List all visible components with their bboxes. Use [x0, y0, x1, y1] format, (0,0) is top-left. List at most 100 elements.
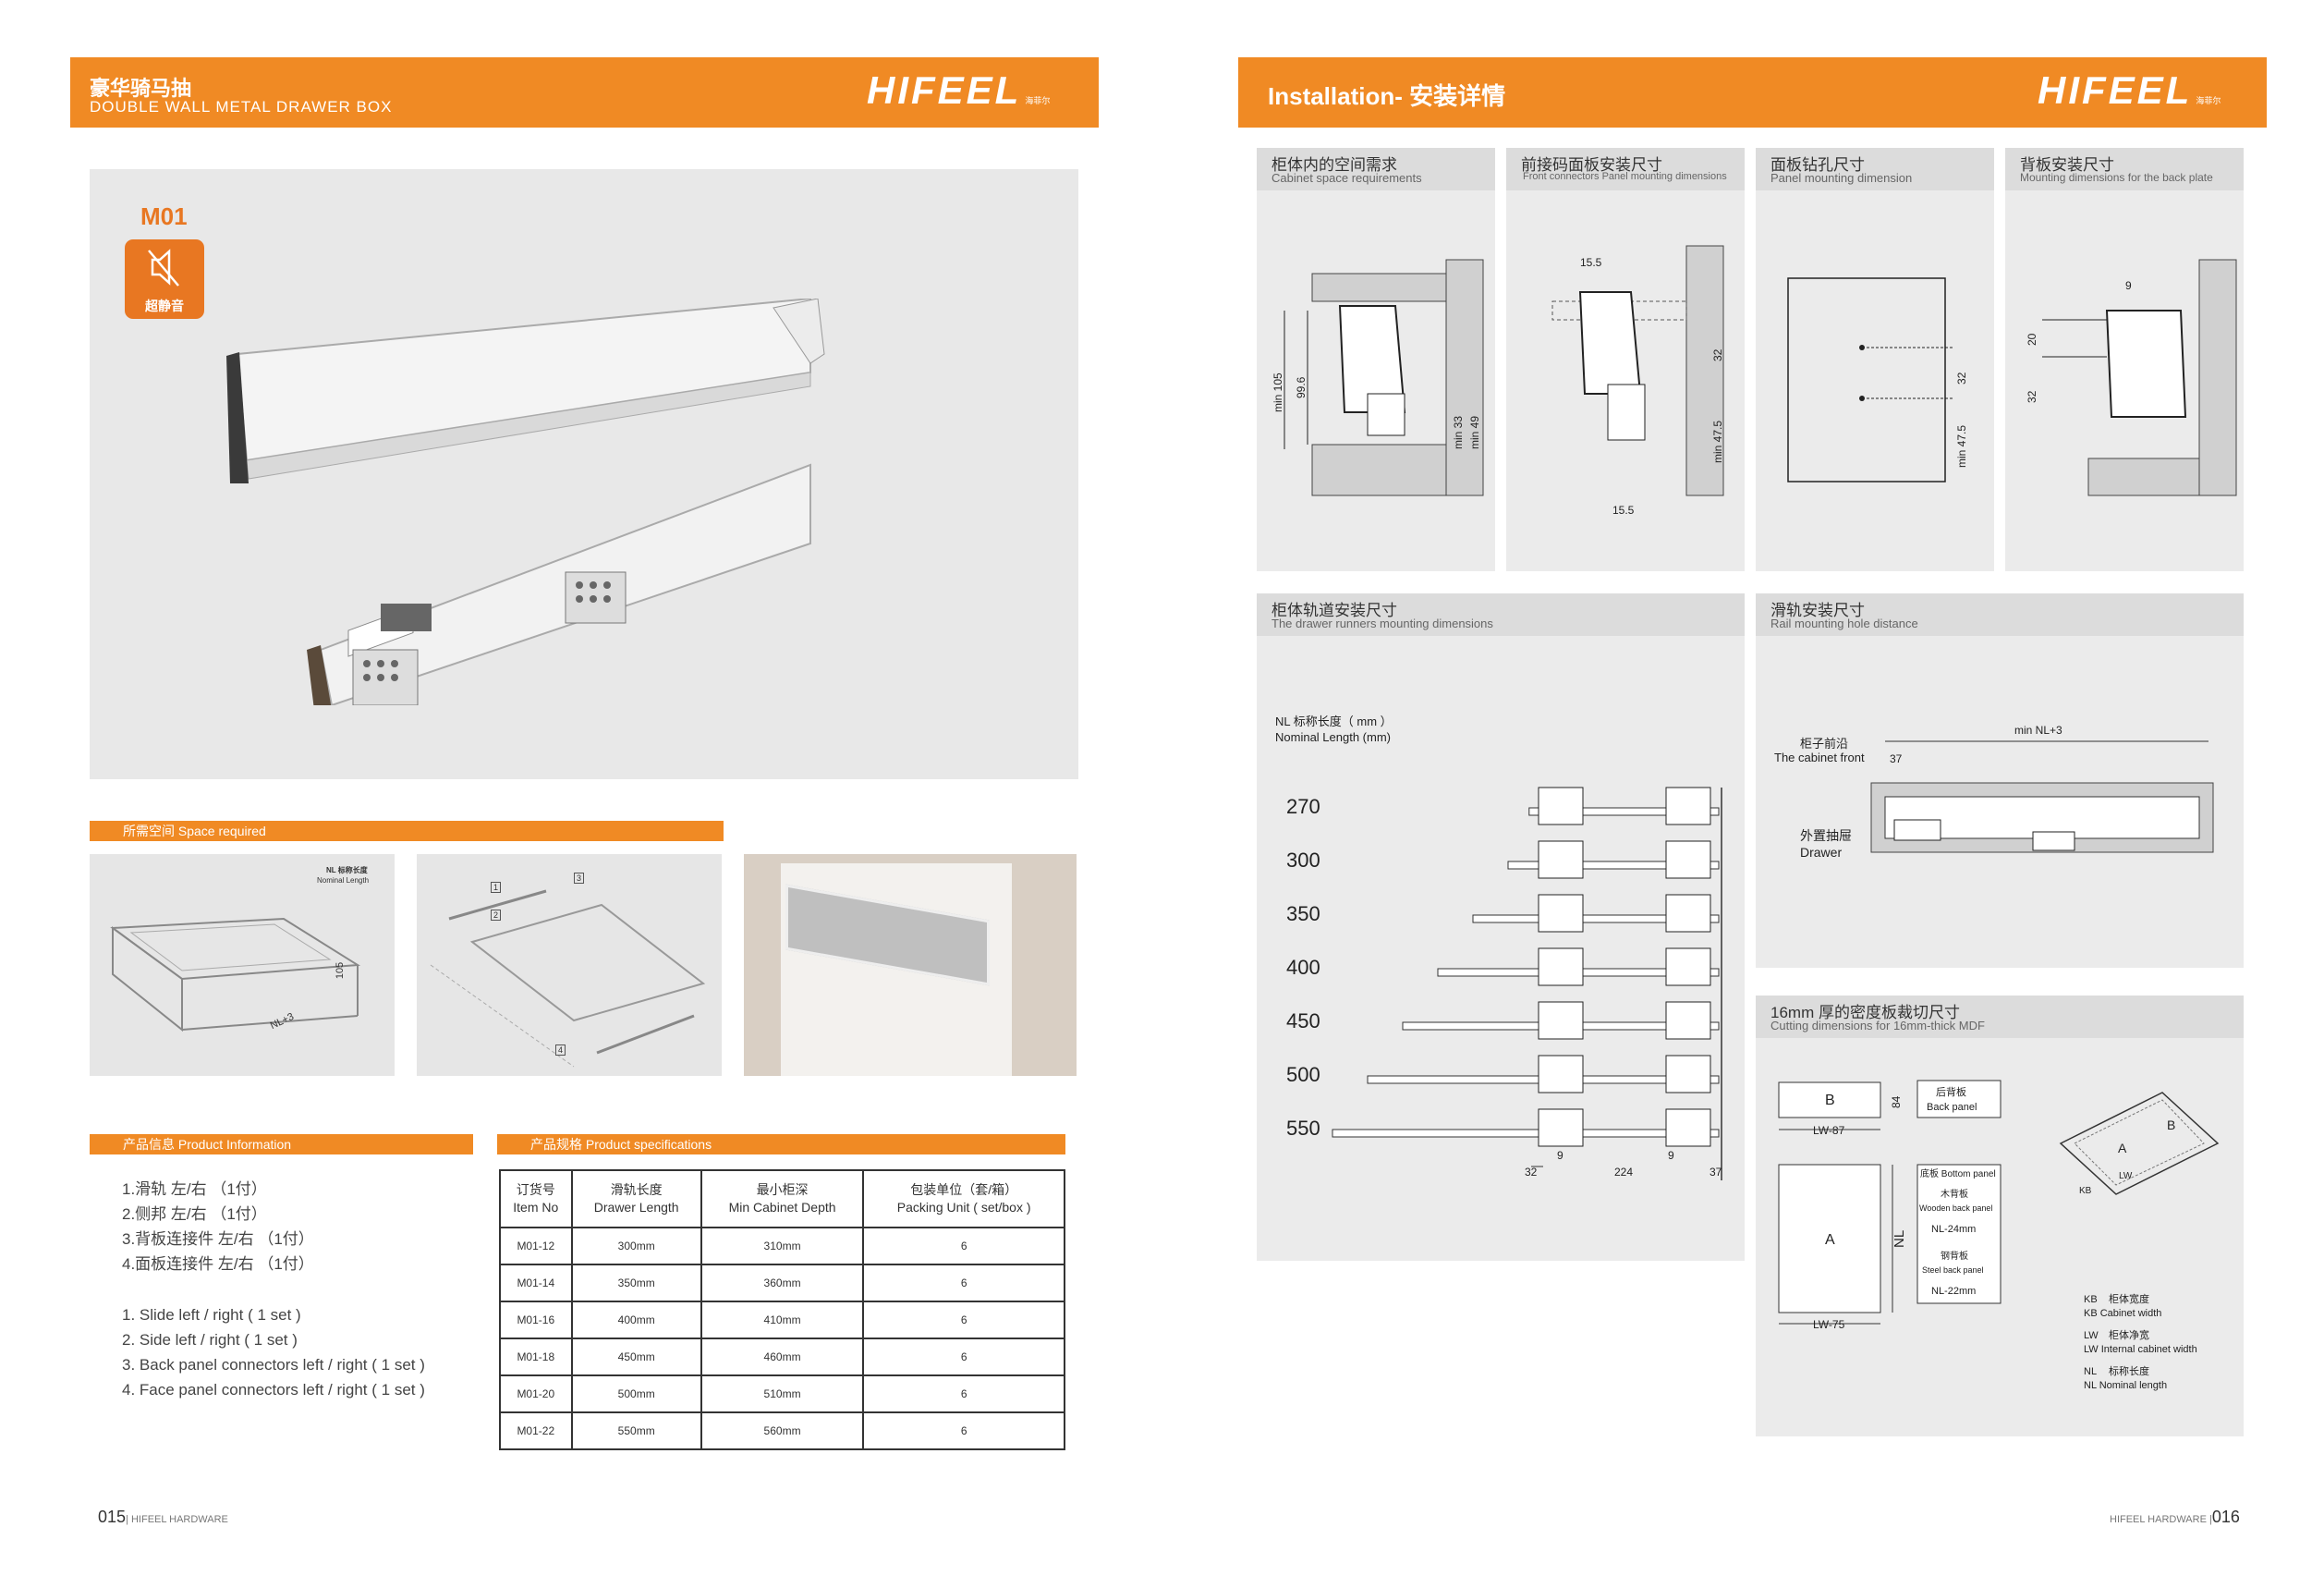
panel-title-zh: 背板安装尺寸	[2020, 156, 2114, 174]
cabinet-space-diagram: min 105 99.6 min 33 min 49	[1272, 259, 1484, 496]
dim-32: 32	[1525, 1166, 1538, 1179]
dim-min105: min 105	[1272, 373, 1284, 412]
dim-32: 32	[2026, 390, 2038, 403]
rail-drawer-zh: 外置抽屉	[1800, 828, 1852, 843]
silent-badge: 超静音	[125, 239, 204, 319]
runner-length-400: 400	[1286, 956, 1320, 979]
legend-kb-abbr: KB	[2084, 1294, 2098, 1305]
cabinet-space-sketch	[110, 917, 361, 1032]
product-info-zh-item: 1.滑轨 左/右 （1付）	[122, 1180, 267, 1198]
dim-37: 37	[1890, 752, 1903, 765]
panel-holes-diagram: 32 min 47.5	[1787, 277, 1968, 483]
left-footer-text: HIFEEL HARDWARE	[130, 1514, 228, 1525]
product-info-zh-item: 3.背板连接件 左/右 （1付）	[122, 1230, 314, 1248]
panel-title-en: Panel mounting dimension	[1770, 171, 1913, 185]
model-label: M01	[140, 202, 188, 230]
dim-min47-5: min 47.5	[1711, 421, 1724, 463]
rail-holes-diagram: min NL+3 37	[1870, 724, 2214, 853]
space-required-bar: 所需空间 Space required	[90, 821, 724, 841]
table-cell: M01-18	[499, 1338, 573, 1376]
mdf-cutting-diagram: B A 84 LW-87 LW-75 NL 后背板 Back panel 底板 …	[1778, 1080, 2220, 1391]
dim-99-6: 99.6	[1295, 376, 1308, 398]
part-label-2: 2	[491, 910, 502, 921]
runner-bracket	[1538, 787, 1584, 825]
panel-title-en: The drawer runners mounting dimensions	[1272, 617, 1493, 630]
runner-rails	[1332, 787, 1720, 1147]
product-info-en-item: 3. Back panel connectors left / right ( …	[122, 1356, 425, 1374]
space-nl-label-zh: NL 标称长度	[326, 866, 368, 874]
panel-title-zh: 柜体轨道安装尺寸	[1272, 602, 1397, 619]
mdf-nl24: NL-24mm	[1931, 1224, 1976, 1235]
panel-title-en: Cabinet space requirements	[1272, 171, 1422, 185]
silent-badge-label: 超静音	[145, 299, 184, 313]
mdf-label-b: B	[1825, 1093, 1835, 1108]
runner-bracket	[1538, 840, 1584, 879]
product-info-en-item: 2. Side left / right ( 1 set )	[122, 1331, 298, 1349]
runner-bracket	[1538, 1001, 1584, 1040]
right-page-number: 016	[2211, 1508, 2240, 1526]
legend-lw-abbr: LW	[2084, 1330, 2099, 1341]
dim-9: 9	[2125, 279, 2132, 292]
runner-bracket	[1665, 1055, 1711, 1093]
iso-label-kb: KB	[2079, 1186, 2092, 1196]
table-cell: 6	[862, 1374, 1065, 1413]
dim-32: 32	[1711, 348, 1724, 361]
product-specs-bar: 产品规格 Product specifications	[497, 1134, 1065, 1154]
legend-nl-abbr: NL	[2084, 1366, 2097, 1377]
product-image-area: M01 超静音	[90, 169, 1078, 779]
panel-title-en: Rail mounting hole distance	[1770, 617, 1918, 630]
table-cell: 560mm	[700, 1411, 865, 1450]
dim-15-5-bottom: 15.5	[1612, 504, 1635, 517]
mdf-dim-84: 84	[1890, 1095, 1903, 1108]
table-cell: 310mm	[700, 1227, 865, 1265]
product-info-en-item: 4. Face panel connectors left / right ( …	[122, 1381, 425, 1399]
runner-length-350: 350	[1286, 902, 1320, 925]
space-photo	[744, 854, 1077, 1076]
mdf-steel-en: Steel back panel	[1922, 1265, 1984, 1275]
panel-title-en: Front connectors Panel mounting dimensio…	[1523, 171, 1727, 182]
dim-min47-5: min 47.5	[1955, 425, 1968, 468]
left-footer: 015| HIFEEL HARDWARE	[98, 1508, 228, 1526]
table-cell: 500mm	[570, 1374, 702, 1413]
legend-lw-en: LW Internal cabinet width	[2084, 1344, 2197, 1355]
panel-title-zh: 前接码面板安装尺寸	[1521, 156, 1662, 174]
mdf-nl22: NL-22mm	[1931, 1286, 1976, 1297]
runner-length-550: 550	[1286, 1117, 1320, 1140]
front-connectors-diagram: 15.5 32 min 47.5 15.5	[1551, 245, 1724, 517]
right-header-title: Installation- 安装详情	[1268, 82, 1506, 110]
rail-front-en: The cabinet front	[1774, 751, 1865, 764]
runner-bracket	[1538, 1055, 1584, 1093]
table-cell: 510mm	[700, 1374, 865, 1413]
mdf-steel-zh: 钢背板	[1941, 1250, 1968, 1262]
legend-lw-zh: 柜体净宽	[2109, 1328, 2149, 1341]
panel-title-en: Mounting dimensions for the back plate	[2020, 171, 2213, 184]
product-info-zh-list: 1.滑轨 左/右 （1付） 2.侧邦 左/右 （1付） 3.背板连接件 左/右 …	[122, 1177, 314, 1277]
table-cell: 550mm	[570, 1411, 702, 1450]
runners-nl-zh: NL 标称长度（ mm ）	[1275, 715, 1393, 728]
table-cell: 350mm	[570, 1264, 702, 1302]
panel-title-zh: 面板钻孔尺寸	[1770, 156, 1865, 174]
part-label-1: 1	[491, 882, 502, 893]
rail-front-zh: 柜子前沿	[1800, 737, 1849, 751]
table-cell: 6	[862, 1264, 1065, 1302]
space-nl-label-en: Nominal Length	[317, 876, 370, 885]
mdf-back-zh: 后背板	[1936, 1085, 1966, 1098]
table-cell: 360mm	[700, 1264, 865, 1302]
runner-rail	[1507, 861, 1720, 870]
